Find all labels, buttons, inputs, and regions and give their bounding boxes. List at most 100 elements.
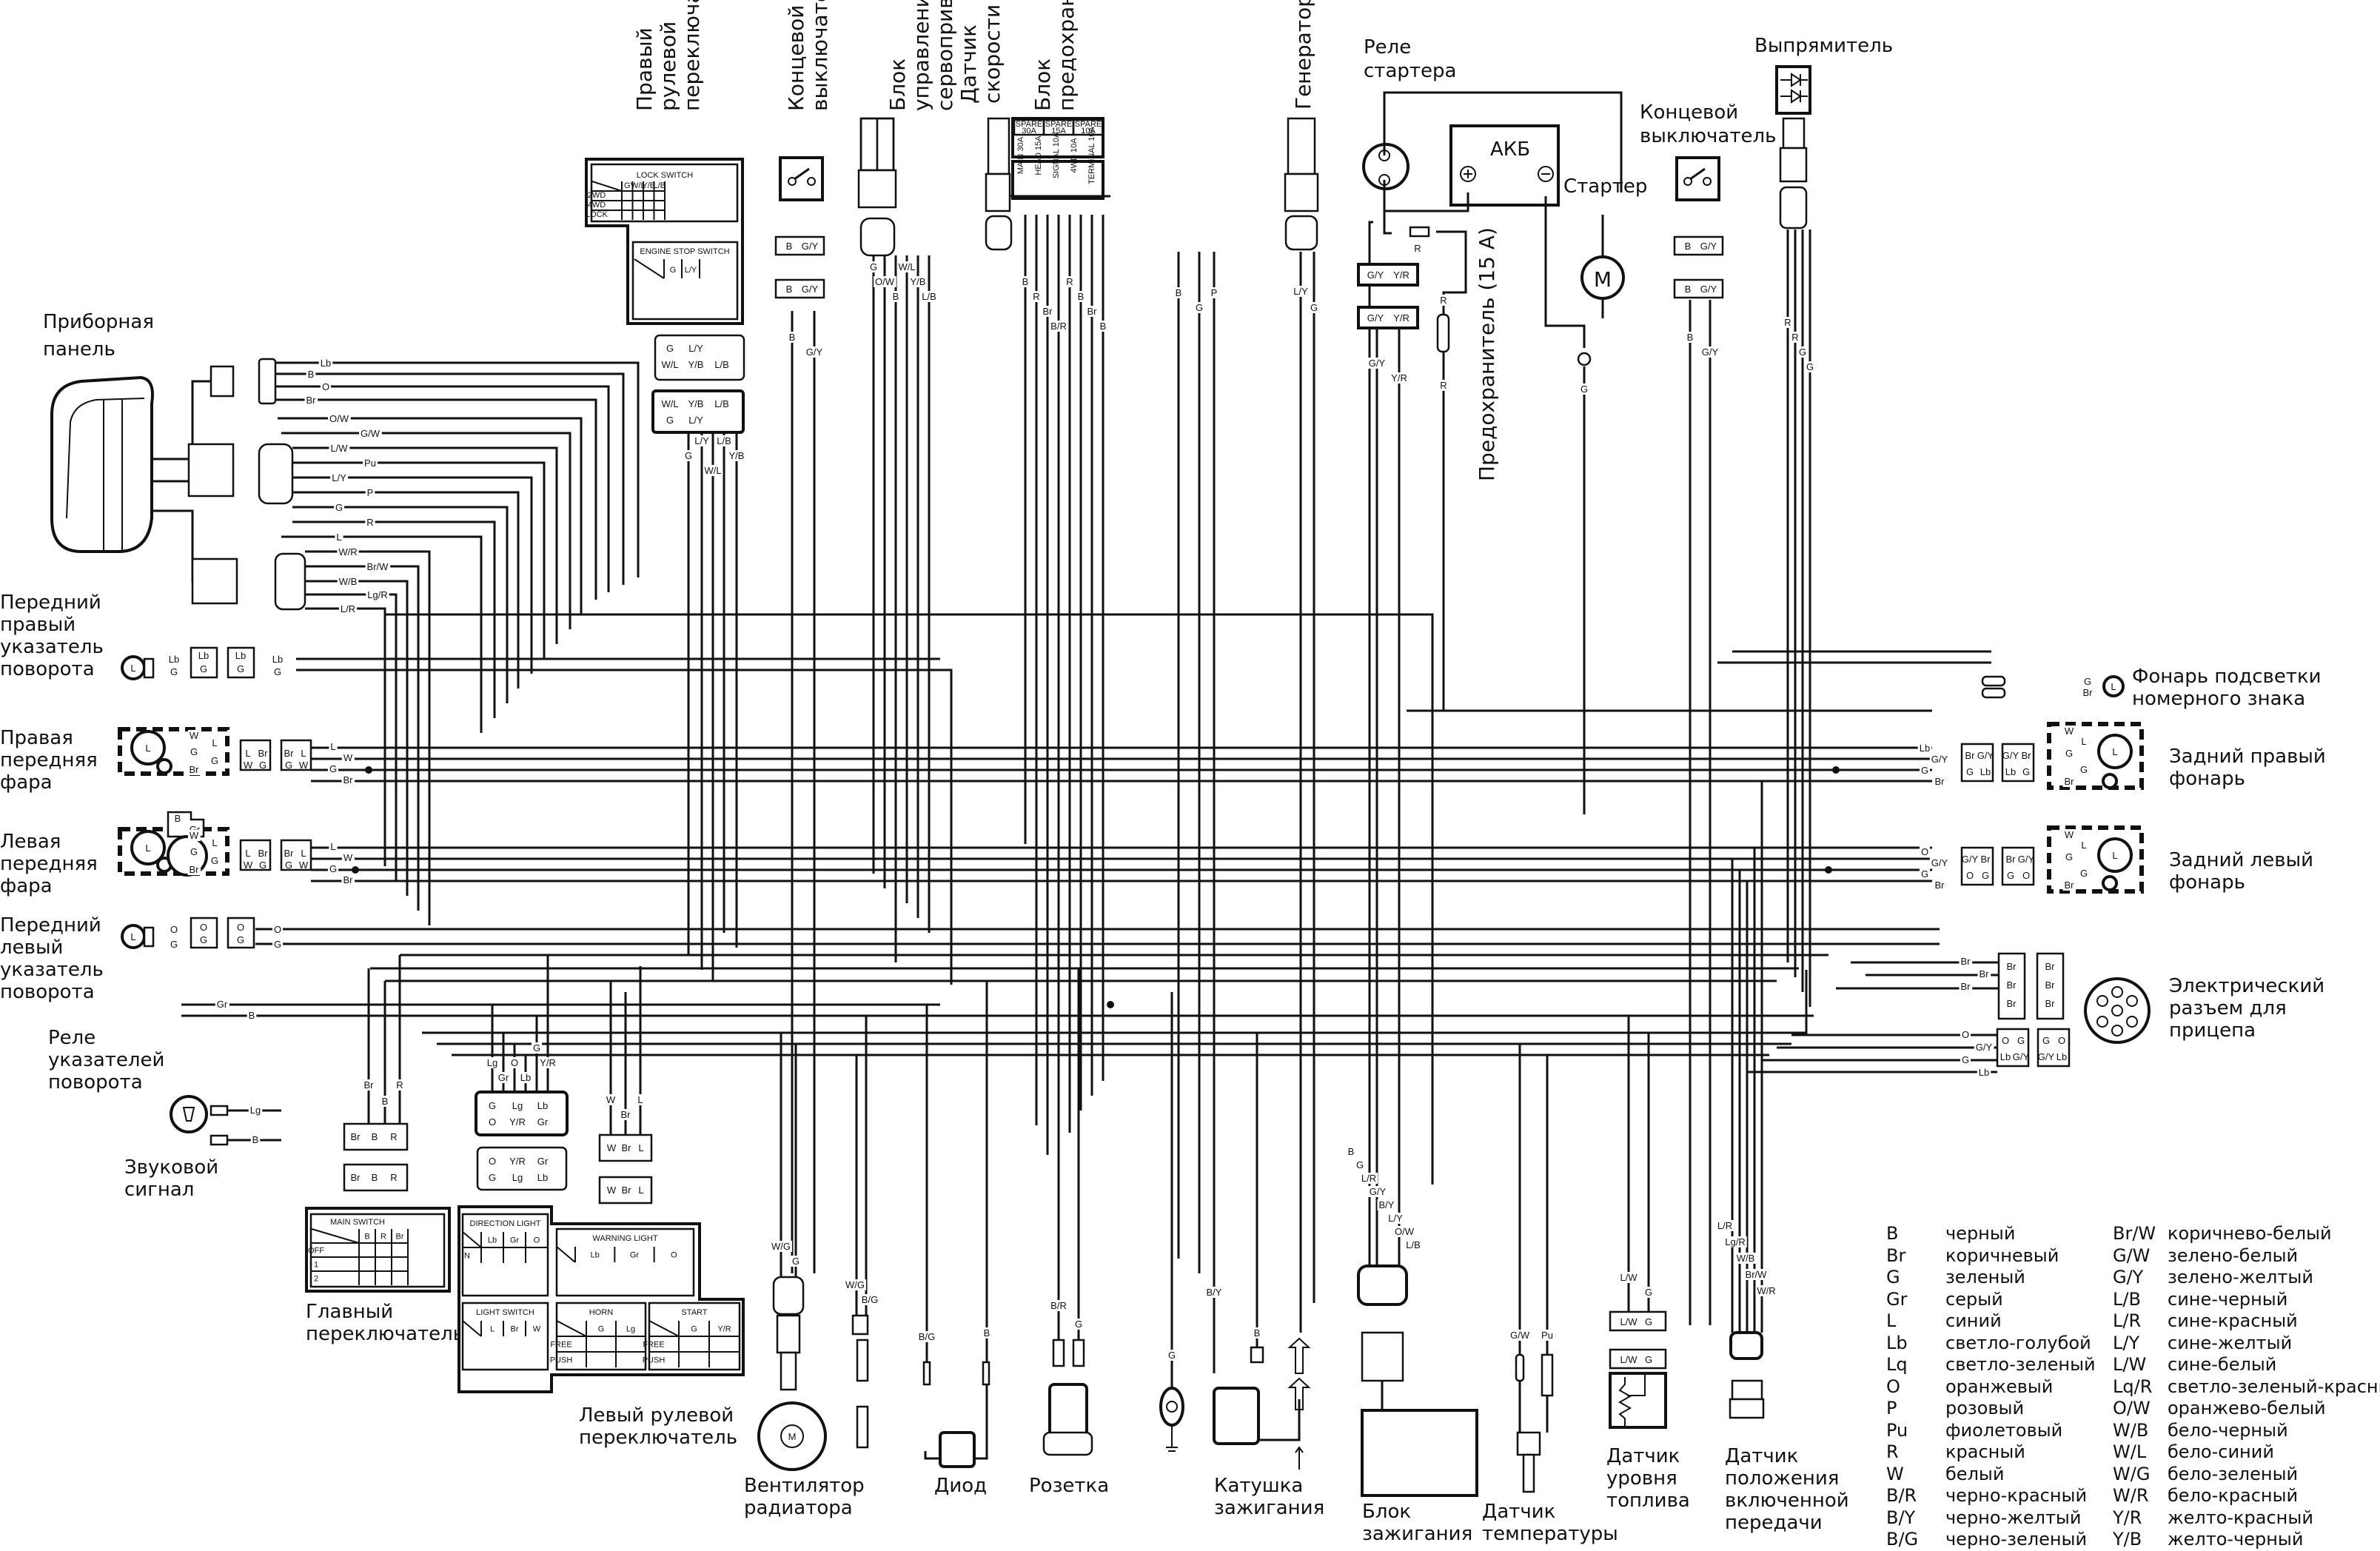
ignition-coil-body (1213, 1387, 1260, 1445)
label-temp-2: температуры (1482, 1523, 1618, 1545)
wire-label: L/Y (332, 472, 346, 483)
pin-label: O (200, 922, 207, 933)
fuse-block-top (1011, 117, 1104, 158)
wire (305, 607, 386, 866)
wire-label: W (343, 852, 353, 863)
legend-code: W/G (2113, 1463, 2151, 1484)
legend-code: L (1886, 1310, 1897, 1331)
fuse-block-base (1011, 160, 1104, 200)
wire-label: G (1921, 868, 1928, 880)
label-fr-turn-3: указатель (0, 636, 104, 658)
legend-name: сине-желтый (2168, 1332, 2293, 1353)
label-servo-1: Блок (885, 58, 910, 111)
wire-label: Br/W (1746, 1269, 1768, 1280)
wire-label: L/W (330, 443, 348, 454)
connector (191, 557, 238, 605)
label-socket: Розетка (1029, 1475, 1109, 1497)
wire-label: Br (2065, 776, 2075, 787)
connector (2037, 1028, 2071, 1068)
wire-label: W/L (898, 261, 915, 272)
wire-label: O/W (875, 276, 895, 287)
wire-label: L/B (1406, 1239, 1421, 1250)
legend-code: Lq/R (2113, 1376, 2153, 1397)
pin-label: G (2042, 1035, 2050, 1046)
switch-row-label: 2 (314, 1274, 318, 1283)
wire-label: R (1414, 243, 1421, 254)
legend-name: коричневый (1945, 1245, 2059, 1266)
label-starter-relay-1: Реле (1364, 36, 1411, 58)
pin-label: O (489, 1116, 496, 1128)
switch-column-label: O (534, 1236, 540, 1245)
switch-column-label: O (671, 1251, 677, 1260)
legend-name: бело-синий (2168, 1441, 2274, 1462)
pin-label: Br (258, 848, 269, 859)
legend-name: светло-зеленый-красный (2168, 1376, 2380, 1397)
wire-label: W/B (1737, 1253, 1755, 1264)
legend-name: зелено-желтый (2168, 1267, 2313, 1287)
label-fr-turn-1: Передний (0, 592, 101, 614)
switch-column-label: L (490, 1325, 495, 1334)
label-trailer-3: прицепа (2169, 1019, 2256, 1042)
rear-right-light: L (1960, 722, 2144, 790)
pin-label: Br (2022, 750, 2032, 761)
wire-label: Lb (520, 1072, 531, 1083)
bulb-label: L (2112, 850, 2117, 861)
switch-column-label: Lb (488, 1236, 497, 1245)
fuse-label: HEAD 15A (1034, 135, 1043, 175)
license-plate-light: L (1981, 675, 2125, 699)
pin-label: G (666, 415, 674, 426)
instrument-panel (50, 358, 306, 611)
bulb-label: L (2111, 681, 2116, 692)
main-sw-conn-top (343, 1122, 409, 1151)
legend-code: W/B (2113, 1419, 2149, 1441)
fuse-label: SIGNAL 10A (1052, 132, 1061, 178)
wire-label: L/Y (1388, 1213, 1403, 1224)
label-fl-turn-3: указатель (0, 959, 104, 981)
label-diode: Диод (934, 1475, 987, 1497)
pin-label: Br (2006, 854, 2017, 865)
wire-label: B (1022, 276, 1029, 287)
wire (152, 380, 211, 460)
connector (258, 358, 277, 405)
wire-label: Lb (272, 654, 283, 665)
switch-row-label: 1 (314, 1260, 318, 1269)
wire-label: G/Y (1976, 1042, 1993, 1053)
wire (292, 520, 496, 718)
pin-label: B (1685, 284, 1692, 295)
junction-dot (1107, 1001, 1114, 1008)
switch-row-label: PUSH (643, 1356, 666, 1365)
wire-label: Br (1087, 306, 1098, 317)
pin-label: B (175, 813, 181, 824)
pin-label: Br (1965, 750, 1976, 761)
junction-dot (352, 866, 359, 874)
connector (1996, 1028, 2030, 1068)
connector (1960, 846, 1994, 886)
legend-name: фиолетовый (1945, 1419, 2063, 1441)
limit1-conn-bot (774, 278, 825, 299)
switch-column-label: W/L (631, 181, 646, 190)
label-right-switch-1: Правый (632, 27, 657, 111)
switch-row-label: 4WD (588, 201, 606, 210)
wire-label: B (1078, 291, 1085, 302)
wire (281, 535, 483, 733)
bulb-label: L (2112, 746, 2117, 757)
pin-label: G/Y (1977, 750, 1994, 761)
legend-code: L/B (2113, 1288, 2141, 1310)
connector (280, 739, 312, 771)
switch-row-label: FREE (643, 1341, 664, 1350)
label-instrument-panel-1: Приборная (43, 311, 154, 333)
label-speed-1: Датчик (956, 24, 981, 104)
wire-label: O (322, 381, 329, 392)
connector (280, 839, 312, 871)
